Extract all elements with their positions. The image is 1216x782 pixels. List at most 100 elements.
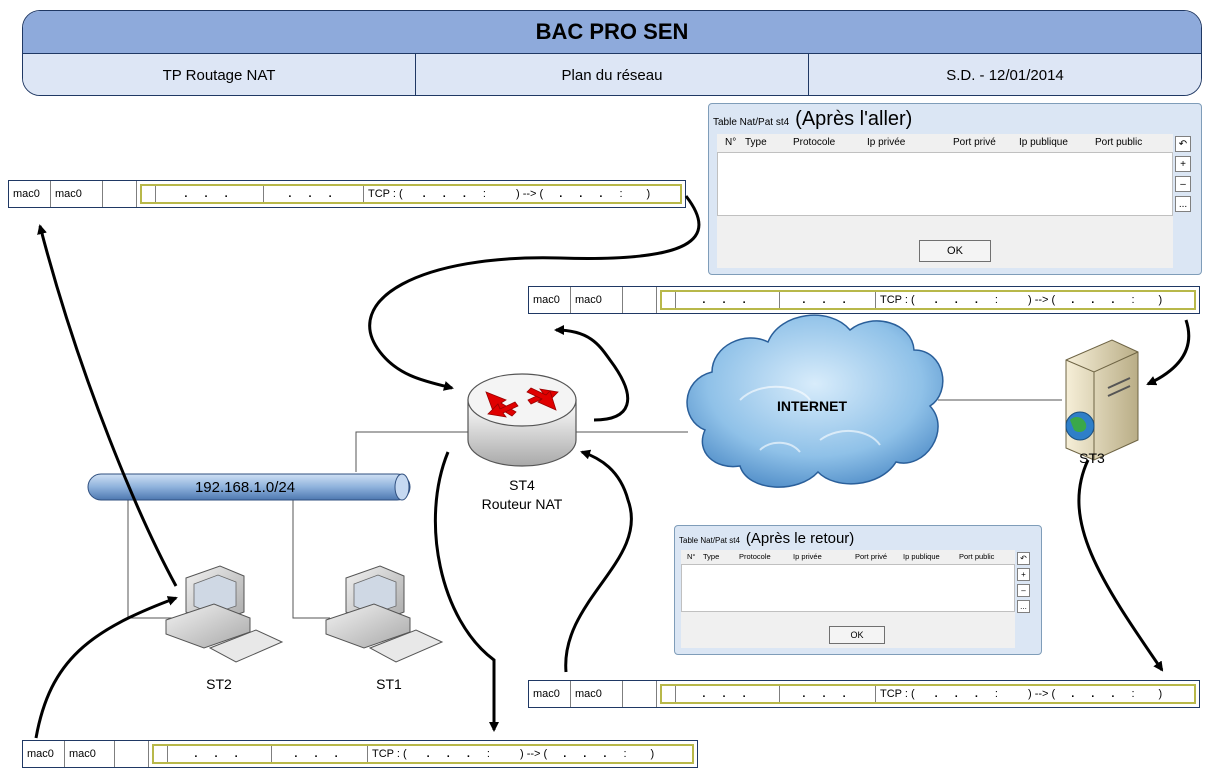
frame-mac-src: mac0 (9, 181, 51, 207)
frame-strip-top-left: mac0 mac0 . . . . . . TCP : ( . . . : ) … (8, 180, 686, 208)
packet-empty (154, 746, 168, 762)
tcp-src-dots: . . . (934, 294, 985, 306)
server-icon (1065, 339, 1139, 461)
frame-mac-dst: mac0 (51, 181, 103, 207)
nat-table-grid[interactable] (717, 152, 1173, 216)
col-private-ip: Ip privée (793, 551, 822, 561)
tcp-src-dots: . . . (422, 188, 473, 200)
internet-cloud-icon (686, 314, 944, 488)
tcp-open: TCP : ( (880, 294, 915, 306)
internet-label: INTERNET (777, 398, 847, 414)
nat-window-body: N° Type Protocole Ip privée Port privé I… (717, 134, 1173, 268)
packet-tcp: TCP : ( . . . : ) --> ( . . . : ) (364, 186, 680, 202)
add-row-button[interactable]: + (1175, 156, 1191, 172)
col-private-port: Port privé (855, 551, 888, 561)
col-private-port: Port privé (953, 136, 996, 148)
header-meta-row: TP Routage NAT Plan du réseau S.D. - 12/… (23, 54, 1201, 95)
nat-window-big-title: (Après l'aller) (795, 108, 913, 130)
tcp-arrow: ) --> ( (1027, 294, 1056, 306)
pc-st2-icon (165, 565, 284, 663)
packet-ip-src: . . . (168, 746, 272, 762)
frame-mac-dst: mac0 (571, 287, 623, 313)
tcp-arrow: ) --> ( (515, 188, 544, 200)
tcp-dst-dots: . . . (559, 188, 610, 200)
col-num: N° (687, 551, 696, 561)
packet-tcp: TCP : ( . . . : ) --> ( . . . : ) (368, 746, 692, 762)
frame-empty-cell (623, 287, 657, 313)
nat-window-small-title: Table Nat/Pat st4 (713, 117, 790, 128)
tcp-src-sep: : (994, 294, 998, 306)
tcp-dst-sep: : (623, 748, 627, 760)
frame-mac-dst: mac0 (65, 741, 115, 767)
remove-row-button[interactable]: – (1017, 584, 1030, 597)
frame-empty-cell (103, 181, 137, 207)
server-label: ST3 (1079, 450, 1105, 466)
tcp-close: ) (650, 748, 655, 760)
remove-row-button[interactable]: – (1175, 176, 1191, 192)
nat-table-window-retour: Table Nat/Pat st4 (Après le retour) N° T… (674, 525, 1042, 655)
more-button[interactable]: ... (1175, 196, 1191, 212)
tcp-dst-dots: . . . (1071, 688, 1122, 700)
header-subject: TP Routage NAT (23, 54, 416, 95)
nat-table-grid[interactable] (681, 564, 1015, 612)
router-icon (467, 373, 577, 467)
packet-ip-dst: . . . (264, 186, 364, 202)
tcp-close: ) (1158, 294, 1163, 306)
packet-ip-dst: . . . (780, 686, 876, 702)
pc-st1-icon (325, 565, 444, 663)
frame-ip-packet: . . . . . . TCP : ( . . . : ) --> ( . . … (660, 290, 1196, 310)
packet-empty (662, 686, 676, 702)
undo-button[interactable]: ↶ (1175, 136, 1191, 152)
packet-ip-dst: . . . (780, 292, 876, 308)
header-section: Plan du réseau (416, 54, 809, 95)
nat-table-header: N° Type Protocole Ip privée Port privé I… (681, 550, 1015, 562)
router-name-label: ST4 (509, 477, 535, 493)
tcp-open: TCP : ( (372, 748, 407, 760)
packet-ip-dst: . . . (272, 746, 368, 762)
undo-button[interactable]: ↶ (1017, 552, 1030, 565)
packet-ip-src: . . . (676, 686, 780, 702)
nat-window-big-title: (Après le retour) (745, 530, 855, 547)
ok-button[interactable]: OK (829, 626, 885, 644)
tcp-arrow: ) --> ( (1027, 688, 1056, 700)
tcp-src-sep: : (994, 688, 998, 700)
nat-table-header: N° Type Protocole Ip privée Port privé I… (717, 134, 1173, 150)
tcp-close: ) (1158, 688, 1163, 700)
frame-empty-cell (623, 681, 657, 707)
tcp-src-sep: : (486, 748, 490, 760)
tcp-arrow: ) --> ( (519, 748, 548, 760)
lan-label: 192.168.1.0/24 (194, 479, 296, 496)
packet-flow-arrows (34, 195, 1191, 739)
packet-tcp: TCP : ( . . . : ) --> ( . . . : ) (876, 686, 1194, 702)
col-protocol: Protocole (739, 551, 771, 561)
col-num: N° (725, 136, 737, 148)
packet-tcp: TCP : ( . . . : ) --> ( . . . : ) (876, 292, 1194, 308)
nat-window-title: Table Nat/Pat st4 (Après l'aller) (713, 108, 1197, 131)
frame-strip-bottom-left: mac0 mac0 . . . . . . TCP : ( . . . : ) … (22, 740, 698, 768)
nat-window-small-title: Table Nat/Pat st4 (679, 536, 740, 545)
frame-empty-cell (115, 741, 149, 767)
tcp-dst-sep: : (619, 188, 623, 200)
tcp-open: TCP : ( (880, 688, 915, 700)
pc-st1-label: ST1 (376, 676, 402, 692)
document-header: BAC PRO SEN TP Routage NAT Plan du résea… (22, 10, 1202, 96)
document-title: BAC PRO SEN (23, 11, 1201, 54)
tcp-dst-dots: . . . (1071, 294, 1122, 306)
add-row-button[interactable]: + (1017, 568, 1030, 581)
tcp-dst-dots: . . . (563, 748, 614, 760)
nat-table-window-aller: Table Nat/Pat st4 (Après l'aller) N° Typ… (708, 103, 1202, 275)
col-public-port: Port public (1095, 136, 1143, 148)
col-protocol: Protocole (793, 136, 836, 148)
nat-window-title: Table Nat/Pat st4 (Après le retour) (679, 530, 1037, 547)
ok-button[interactable]: OK (919, 240, 991, 262)
lan-segment (87, 473, 411, 501)
tcp-close: ) (646, 188, 651, 200)
frame-strip-middle-right: mac0 mac0 . . . . . . TCP : ( . . . : ) … (528, 286, 1200, 314)
packet-ip-src: . . . (676, 292, 780, 308)
packet-empty (662, 292, 676, 308)
col-type: Type (703, 551, 720, 561)
frame-strip-bottom-right: mac0 mac0 . . . . . . TCP : ( . . . : ) … (528, 680, 1200, 708)
packet-empty (142, 186, 156, 202)
more-button[interactable]: ... (1017, 600, 1030, 613)
